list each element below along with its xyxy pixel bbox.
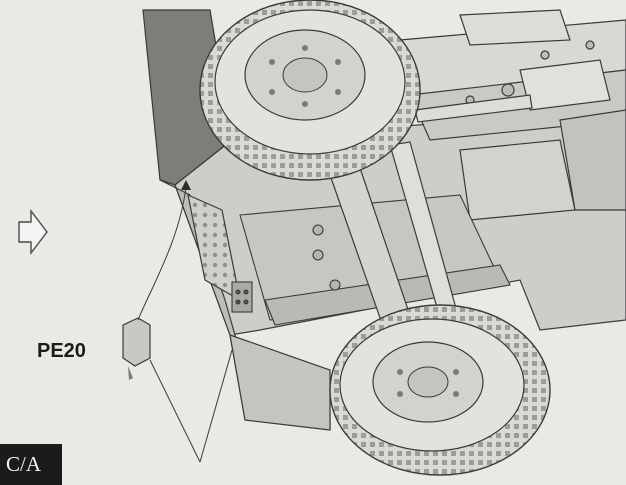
- part-label: PE20: [37, 340, 86, 362]
- pe20-part: [122, 317, 151, 380]
- upper-wheel: [199, 0, 421, 181]
- corner-tag: C/A: [0, 444, 62, 485]
- right-arrow-outline-icon: [18, 208, 48, 256]
- lower-wheel: [329, 304, 551, 476]
- leader-lines: [137, 185, 233, 463]
- leader-arrowhead-icon: [181, 180, 191, 190]
